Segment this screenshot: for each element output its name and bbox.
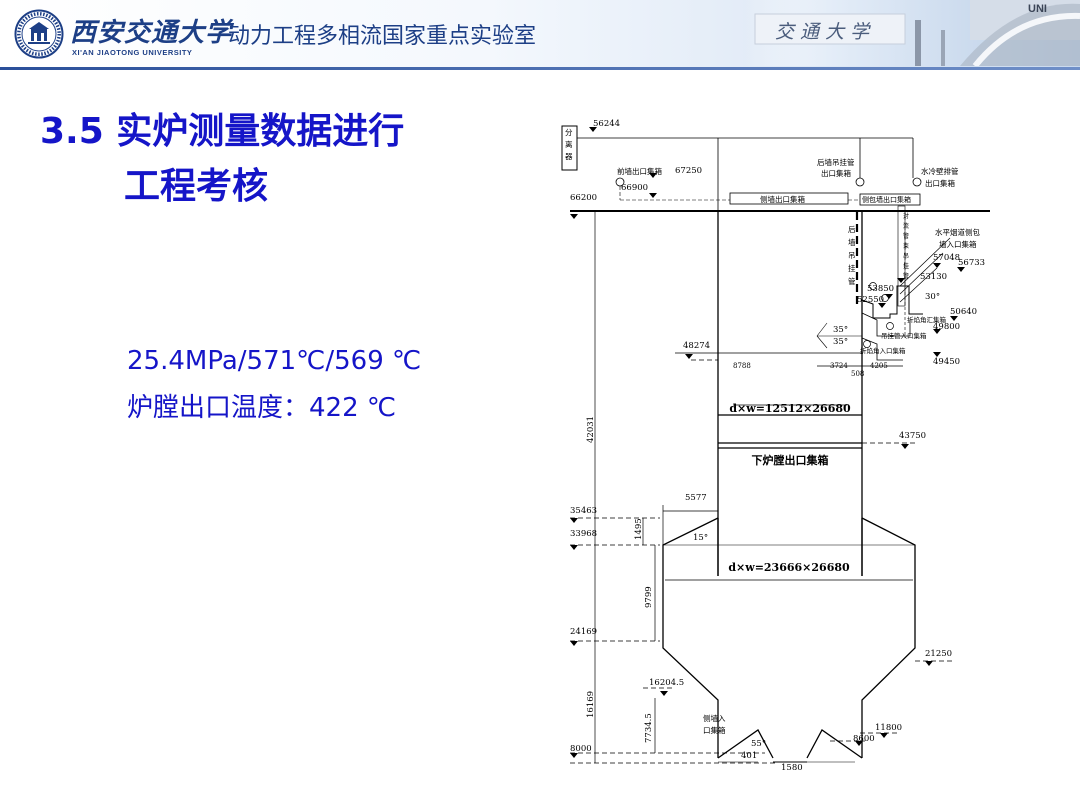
tube-column-label-4: 束	[903, 242, 909, 250]
dim-3724: 3724	[830, 362, 848, 370]
furnace-outlet-temperature: 炉膛出口温度：422 ℃	[127, 393, 397, 423]
rear-hanger-outlet-label-2: 出口集箱	[821, 168, 851, 178]
elevation-50640: 50640	[950, 307, 977, 317]
elevation-43750: 43750	[899, 431, 926, 441]
slide-title-line2: 工程考核	[124, 166, 269, 207]
side-pack-wall-outlet-label: 侧包墙出口集箱	[862, 195, 911, 204]
elevation-35463: 35463	[570, 506, 597, 516]
boiler-schematic: 56244 67250 66900 66200 57048 56733 5385…	[561, 119, 990, 773]
campus-building-text: UNI	[1028, 3, 1047, 15]
separator-label-2: 离	[565, 139, 573, 149]
slide-title-line1: 3.5 实炉测量数据进行	[40, 111, 405, 152]
dim-9799: 9799	[644, 586, 654, 608]
slide-title: 3.5 实炉测量数据进行 工程考核	[40, 104, 404, 214]
header-divider	[0, 67, 1080, 70]
dim-7734-5: 7734.5	[644, 713, 654, 743]
elevation-66200: 66200	[570, 193, 597, 203]
elevation-49800: 49800	[933, 322, 960, 332]
rear-hanger-tube-label-4: 挂	[848, 263, 856, 273]
rear-hanger-tube-label-1: 后	[848, 224, 856, 234]
elevation-48274: 48274	[683, 341, 710, 351]
angle-30: 30°	[925, 292, 940, 302]
header-banner: 西安交通大学 XI'AN JIAOTONG UNIVERSITY 动力工程多相流…	[0, 0, 1080, 68]
side-wall-outlet-header-label: 侧墙出口集箱	[760, 194, 805, 204]
water-cooled-outlet-label-2: 出口集箱	[925, 178, 955, 188]
elevation-49450: 49450	[933, 357, 960, 367]
dim-4205: 4205	[870, 362, 888, 370]
tube-column-label-1: 对	[903, 212, 909, 220]
elevation-57048: 57048	[933, 253, 960, 263]
elevation-66900: 66900	[621, 183, 648, 193]
elevation-56244: 56244	[593, 119, 620, 129]
campus-gate-photo: 交 通 大 学 UNI	[745, 0, 1080, 66]
rear-hanger-tube-label-3: 吊	[848, 251, 856, 260]
elevation-8600: 8600	[853, 734, 875, 744]
water-cooled-outlet-label-1: 水冷壁排管	[921, 166, 959, 176]
angle-35-upper: 35°	[833, 325, 848, 335]
tube-column-label-6: 挂	[903, 262, 909, 270]
side-wall-inlet-label-1: 侧墙入	[703, 713, 726, 723]
rear-hanger-tube-label-2: 墙	[848, 237, 856, 247]
rear-hanger-outlet-label-1: 后墙吊挂管	[817, 157, 855, 167]
university-seal-icon	[14, 9, 64, 59]
campus-sign-text: 交 通 大 学	[775, 21, 871, 43]
dim-16169: 16169	[586, 691, 596, 718]
angle-15: 15°	[693, 533, 708, 543]
dim-42031: 42031	[586, 416, 596, 443]
lower-outlet-header-label: 下炉膛出口集箱	[752, 453, 829, 467]
angle-35-lower: 35°	[833, 337, 848, 347]
lab-name: 动力工程多相流国家重点实验室	[228, 24, 537, 49]
hanger-inlet-header-label: 吊挂管入口集箱	[881, 331, 927, 340]
elevation-21250: 21250	[925, 649, 952, 659]
separator-label-3: 器	[565, 152, 573, 161]
upper-section-dimension: d×w=12512×26680	[729, 402, 851, 415]
elevation-11800: 11800	[875, 723, 902, 733]
elevation-24169: 24169	[570, 627, 597, 637]
horizontal-flue-label-1: 水平烟道侧包	[935, 227, 980, 237]
dim-8788: 8788	[733, 362, 751, 370]
dim-5577: 5577	[685, 493, 707, 503]
dim-401: 401	[741, 751, 757, 761]
steam-parameters: 25.4MPa/571℃/569 ℃	[127, 346, 422, 376]
elevation-16204-5: 16204.5	[649, 678, 684, 688]
fold-inlet-header-label: 折焰角入口集箱	[860, 346, 906, 355]
tube-column-label-2: 流	[903, 222, 909, 230]
elevation-33968: 33968	[570, 529, 597, 539]
elevation-52550: 52550	[857, 295, 884, 305]
dim-1580: 1580	[781, 763, 803, 773]
dim-508: 508	[851, 370, 864, 378]
tube-column-label-7: 管	[903, 272, 909, 280]
university-name-cn: 西安交通大学	[70, 18, 233, 48]
side-wall-inlet-label-2: 口集箱	[703, 725, 726, 735]
elevation-53850: 53850	[867, 284, 894, 294]
elevation-53130: 53130	[920, 272, 947, 282]
elevation-56733: 56733	[958, 258, 985, 268]
elevation-67250: 67250	[675, 166, 702, 176]
separator-label-1: 分	[565, 128, 573, 137]
rear-hanger-tube-label-5: 管	[848, 276, 856, 286]
angle-55: 55°	[751, 739, 766, 749]
tube-column-label-3: 管	[903, 232, 909, 240]
operating-parameters: 25.4MPa/571℃/569 ℃ 炉膛出口温度：422 ℃	[127, 338, 421, 432]
horizontal-flue-label-2: 墙入口集箱	[939, 239, 977, 249]
dim-1495: 1495	[634, 518, 644, 540]
front-wall-outlet-header-label: 前墙出口集箱	[617, 166, 662, 176]
fold-collector-label: 折焰角汇集箱	[907, 315, 947, 324]
lower-section-dimension: d×w=23666×26680	[728, 561, 850, 574]
tube-column-label-5: 吊	[903, 253, 909, 260]
university-name-en: XI'AN JIAOTONG UNIVERSITY	[72, 48, 193, 57]
elevation-8000: 8000	[570, 744, 592, 754]
